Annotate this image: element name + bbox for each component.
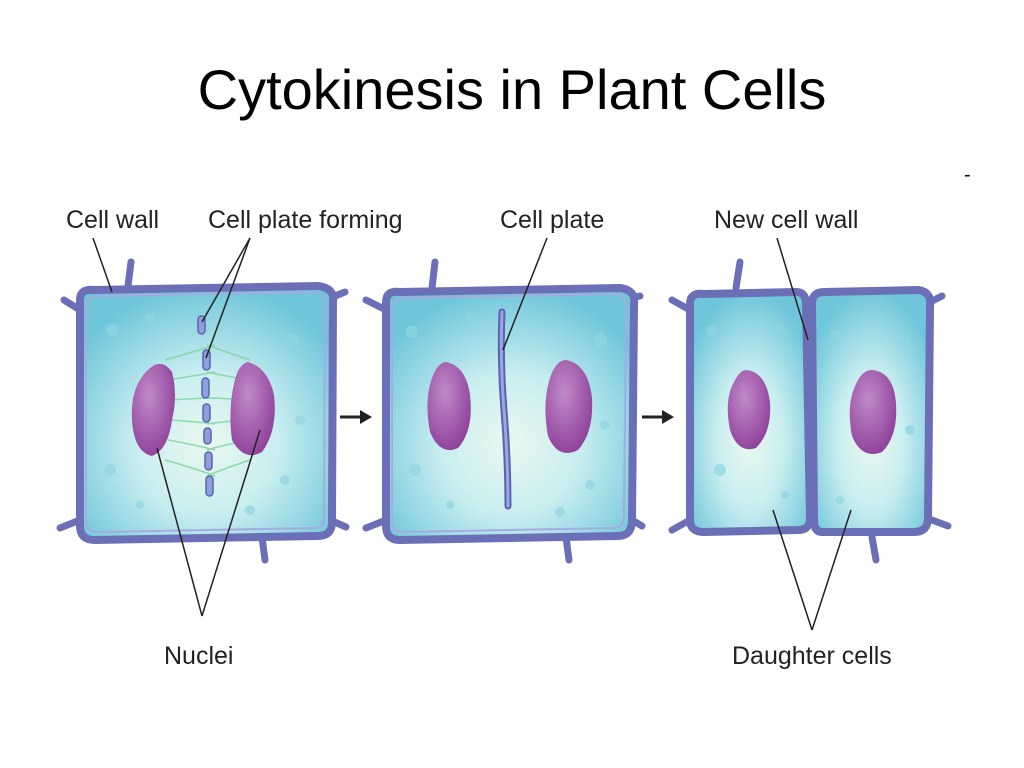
cell-1-nucleus-left [131,363,175,456]
cell-2-nucleus-right [545,360,593,453]
label-nuclei: Nuclei [164,642,233,670]
cell-2-speckles [406,313,610,517]
cell-1-dividing [56,258,350,564]
cell-3-nucleus-right [849,370,897,454]
arrow-1 [340,410,372,424]
cell-3-nucleus-left [727,370,771,450]
cell-3-daughters [668,258,952,564]
cell-3-speckles [707,325,915,504]
cell-2-wall [382,283,639,545]
corner-dash-mark: - [964,164,971,186]
cell-1-plate-vesicles [197,315,214,497]
label-cell-plate-forming: Cell plate forming [208,206,403,234]
cell-2-plate [362,258,646,564]
slide-title: Cytokinesis in Plant Cells [197,58,827,121]
cell-1-nucleus-right [230,362,275,456]
label-cell-plate: Cell plate [500,206,604,234]
leader-lines [92,237,852,631]
label-daughter-cells: Daughter cells [732,642,892,670]
cell-1-speckles [104,313,305,515]
cell-2-nucleus-left [427,362,471,450]
arrow-2 [642,410,674,424]
label-cell-wall: Cell wall [66,206,159,234]
label-new-cell-wall: New cell wall [714,206,858,234]
